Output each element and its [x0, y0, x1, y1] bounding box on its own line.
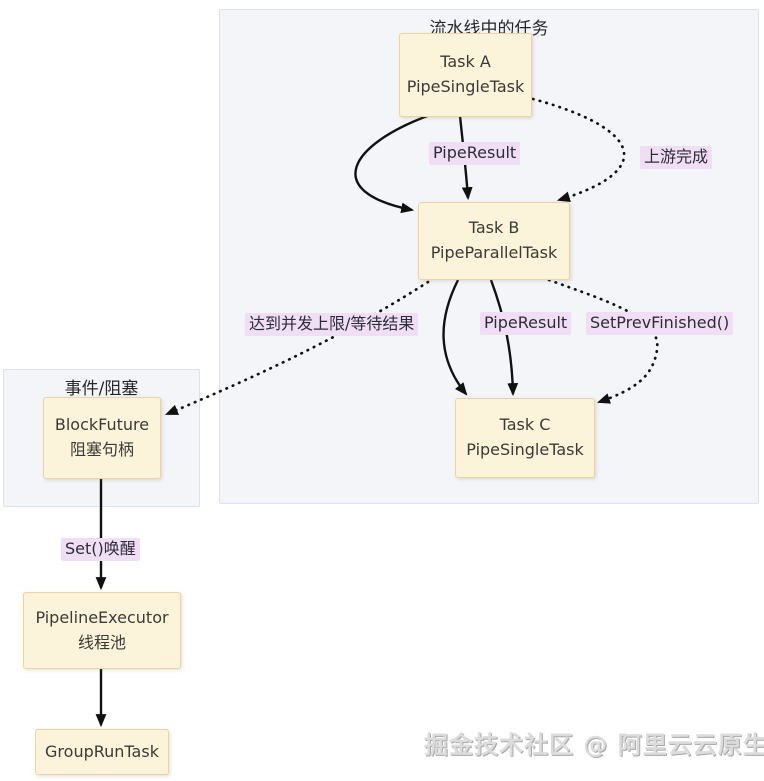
event-group-title: 事件/阻塞	[64, 379, 139, 399]
edge-task-b-to-task-c-setprev	[547, 278, 659, 404]
edge-label-set-prev-finished: SetPrevFinished()	[586, 312, 734, 335]
task-b-node: Task B PipeParallelTask	[418, 202, 570, 280]
edge-label-upstream-done: 上游完成	[640, 146, 713, 169]
task-b-type: PipeParallelTask	[430, 243, 558, 262]
block-future-node: BlockFuture 阻塞句柄	[43, 397, 161, 479]
task-c-title: Task C	[499, 415, 551, 435]
group-run-task-node: GroupRunTask	[35, 729, 169, 775]
edge-label-pipe-result-ab: PipeResult	[429, 142, 521, 165]
watermark: 掘金技术社区 @ 阿里云云原生	[424, 731, 764, 759]
edge-label-set-wakeup: Set()唤醒	[61, 538, 140, 561]
edge-label-concurrency-wait: 达到并发上限/等待结果	[245, 313, 419, 336]
pipeline-executor-node: PipelineExecutor 线程池	[23, 592, 181, 669]
task-c-type: PipeSingleTask	[466, 440, 584, 459]
edge-label-pipe-result-bc: PipeResult	[480, 312, 572, 335]
task-a-node: Task A PipeSingleTask	[399, 33, 532, 117]
edge-task-a-to-task-b-curve	[354, 113, 431, 214]
pipeline-executor-title: PipelineExecutor	[35, 607, 169, 627]
edge-task-a-to-task-b-upstream	[531, 97, 626, 203]
block-future-title: BlockFuture	[54, 415, 150, 435]
block-future-subtitle: 阻塞句柄	[69, 440, 134, 459]
edge-task-b-to-task-c-left	[442, 279, 468, 396]
task-c-node: Task C PipeSingleTask	[455, 398, 595, 478]
task-a-type: PipeSingleTask	[406, 77, 525, 96]
group-run-task-title: GroupRunTask	[45, 741, 159, 761]
pipeline-executor-subtitle: 线程池	[77, 632, 126, 652]
task-a-title: Task A	[440, 52, 491, 72]
edge-task-b-to-task-c-piperesult	[489, 279, 519, 397]
task-b-title: Task B	[468, 218, 520, 238]
edge-task-b-to-blockfuture	[164, 280, 430, 416]
